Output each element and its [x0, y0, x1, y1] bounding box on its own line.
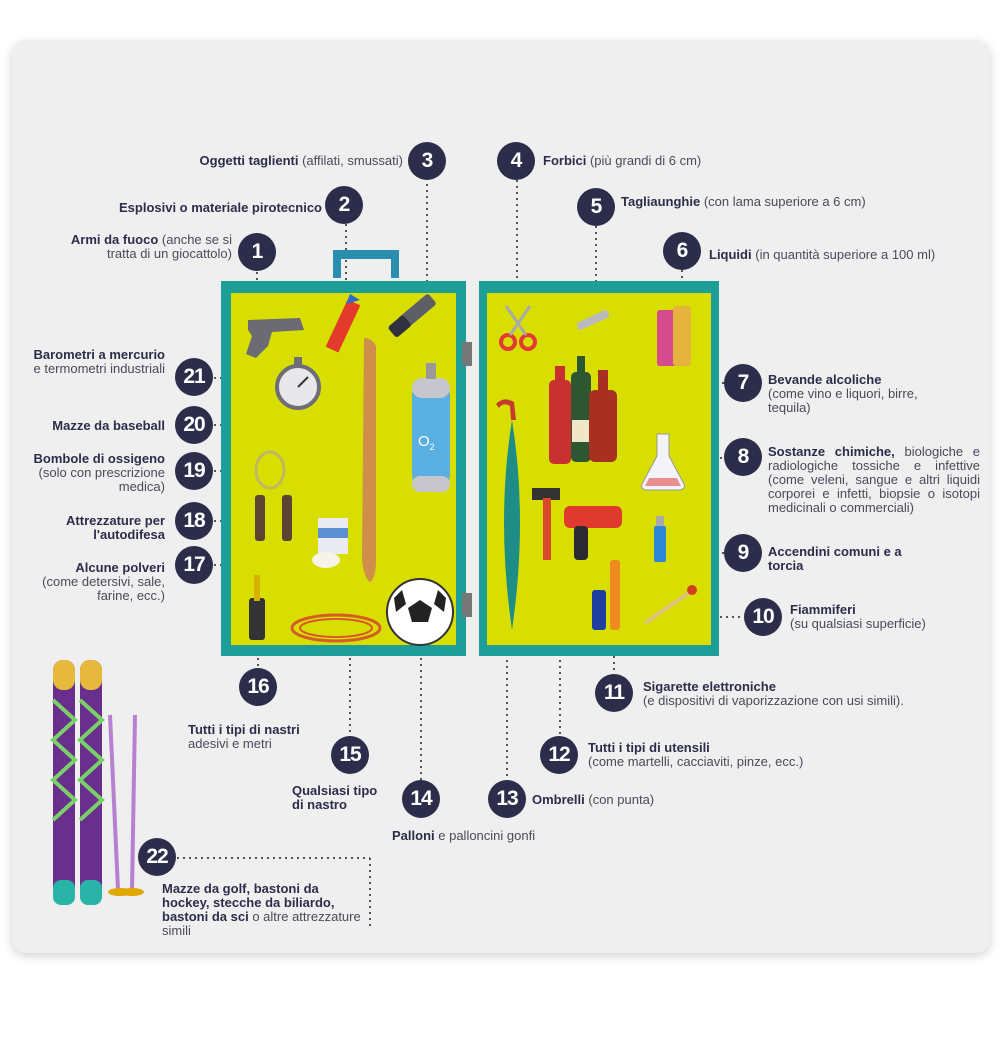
label-12: Tutti i tipi di utensili(come martelli, …	[588, 740, 804, 769]
label-14: Palloni e palloncini gonfi	[392, 828, 536, 843]
badge-2: 2	[325, 186, 363, 224]
badge-12: 12	[540, 736, 578, 774]
label-13: Ombrelli (con punta)	[532, 792, 655, 807]
badge-8: 8	[724, 438, 762, 476]
label-9: Accendini comuni e a torcia	[768, 544, 902, 573]
badge-10: 10	[744, 598, 782, 636]
label-18: Attrezzature per l'autodifesa	[66, 513, 165, 542]
badge-6: 6	[663, 232, 701, 270]
badge-22: 22	[138, 838, 176, 876]
badge-9: 9	[724, 534, 762, 572]
label-20: Mazze da baseball	[52, 418, 165, 433]
label-19: Bombole di ossigeno (solo con prescrizio…	[33, 451, 165, 494]
badge-15: 15	[331, 736, 369, 774]
badge-18: 18	[175, 502, 213, 540]
label-22: Mazze da golf, bastoni da hockey, stecch…	[162, 881, 361, 938]
label-8: Sostanze chimiche, biologiche e radiolog…	[768, 444, 980, 515]
label-17: Alcune polveri (come detersivi, sale, fa…	[42, 560, 165, 603]
label-3: Oggetti taglienti (affilati, smussati)	[199, 153, 403, 168]
svg-text:O2: O2	[418, 433, 435, 452]
badge-19: 19	[175, 452, 213, 490]
badge-4: 4	[497, 142, 535, 180]
badge-14: 14	[402, 780, 440, 818]
badge-3: 3	[408, 142, 446, 180]
badge-16: 16	[239, 668, 277, 706]
label-10: Fiammiferi(su qualsiasi superficie)	[790, 602, 926, 631]
label-2: Esplosivi o materiale pirotecnico	[118, 200, 322, 215]
badge-17: 17	[175, 546, 213, 584]
label-11: Sigarette elettroniche(e dispositivi di …	[643, 679, 904, 708]
badge-11: 11	[595, 674, 633, 712]
label-6: Liquidi (in quantità superiore a 100 ml)	[709, 247, 936, 262]
label-1: Armi da fuoco (anche se si tratta di un …	[70, 232, 232, 261]
label-7: Bevande alcoliche(come vino e liquori, b…	[768, 372, 918, 415]
badge-20: 20	[175, 406, 213, 444]
label-5: Tagliaunghie (con lama superiore a 6 cm)	[621, 194, 866, 209]
badge-5: 5	[577, 188, 615, 226]
oxygen-label: O	[418, 433, 430, 450]
badge-7: 7	[724, 364, 762, 402]
badge-21: 21	[175, 358, 213, 396]
oxygen-subscript: 2	[430, 442, 435, 452]
label-4: Forbici (più grandi di 6 cm)	[543, 153, 702, 168]
label-15: Qualsiasi tipo di nastro	[292, 783, 378, 812]
badge-1: 1	[238, 233, 276, 271]
badge-13: 13	[488, 780, 526, 818]
